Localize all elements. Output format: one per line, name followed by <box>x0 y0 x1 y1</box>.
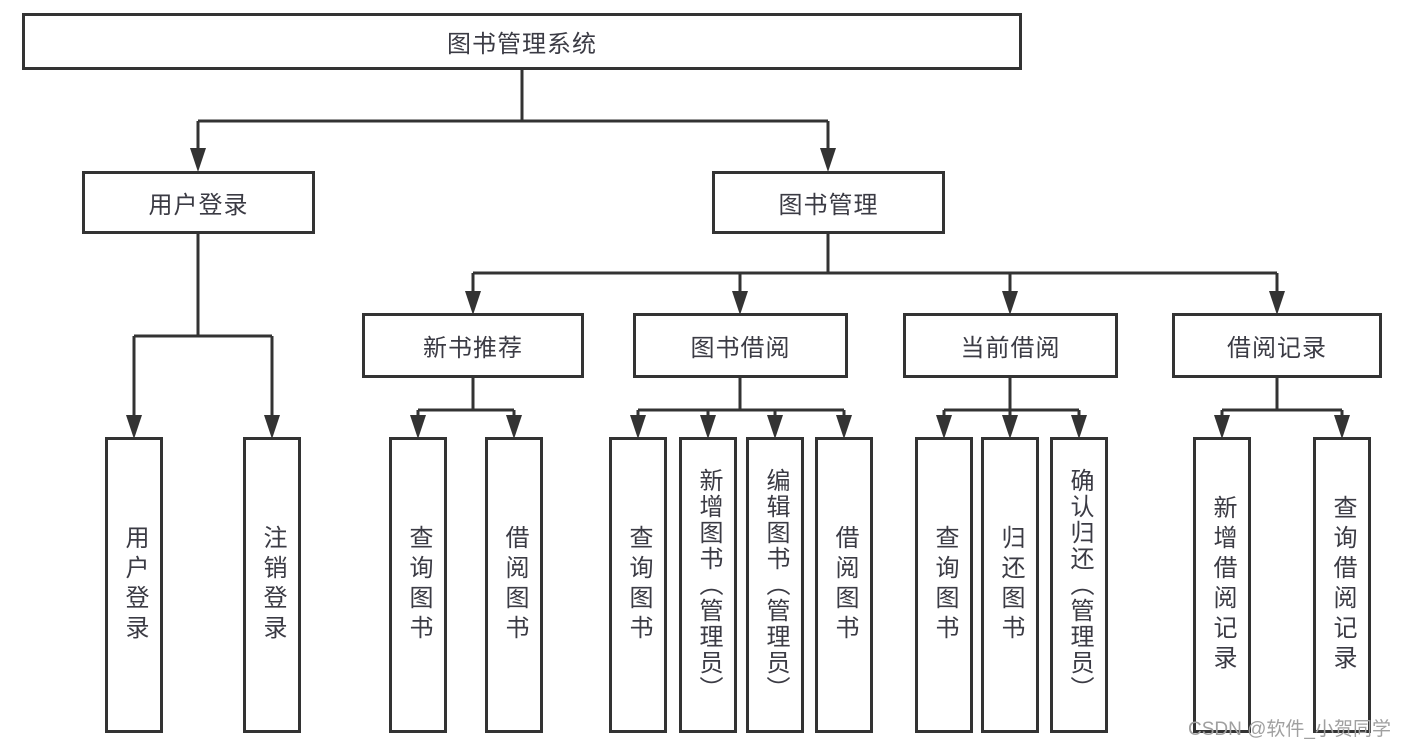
connector-level3-children <box>410 378 1350 439</box>
node-root-library-system: 图书管理系统 <box>22 13 1022 70</box>
node-borrow-records: 借阅记录 <box>1172 313 1382 378</box>
node-current-borrow-label: 当前借阅 <box>960 335 1061 362</box>
leaf-query-borrow-record: 查询借阅记录 <box>1313 437 1371 733</box>
connector-root-to-level2 <box>190 70 836 172</box>
leaf-add-borrow-record: 新增借阅记录 <box>1193 437 1251 733</box>
leaf-query-borrow-record-label: 查询借阅记录 <box>1329 495 1356 675</box>
leaf-borrow-books: 借阅图书 <box>815 437 873 733</box>
leaf-borrow-books-recommend-label: 借阅图书 <box>501 525 528 645</box>
leaf-logout-label: 注销登录 <box>259 525 286 645</box>
leaf-query-books-current: 查询图书 <box>915 437 973 733</box>
leaf-return-books-label: 归还图书 <box>997 525 1024 645</box>
node-new-book-recommend: 新书推荐 <box>362 313 584 378</box>
leaf-query-books-recommend-label: 查询图书 <box>405 525 432 645</box>
leaf-logout: 注销登录 <box>243 437 301 733</box>
node-book-management: 图书管理 <box>712 171 945 234</box>
leaf-confirm-return-admin: 确认归还（管理员） <box>1050 437 1108 733</box>
node-book-borrow: 图书借阅 <box>633 313 848 378</box>
leaf-user-login-label: 用户登录 <box>121 525 148 645</box>
node-root-label: 图书管理系统 <box>447 31 597 58</box>
leaf-query-books-borrow: 查询图书 <box>609 437 667 733</box>
leaf-borrow-books-label: 借阅图书 <box>831 525 858 645</box>
node-user-login: 用户登录 <box>82 171 315 234</box>
leaf-user-login: 用户登录 <box>105 437 163 733</box>
leaf-query-books-current-label: 查询图书 <box>931 525 958 645</box>
leaf-query-books-recommend: 查询图书 <box>389 437 447 733</box>
connector-book-management-children <box>465 234 1285 315</box>
leaf-query-books-borrow-label: 查询图书 <box>625 525 652 645</box>
leaf-add-borrow-record-label: 新增借阅记录 <box>1209 495 1236 675</box>
node-current-borrow: 当前借阅 <box>903 313 1118 378</box>
node-book-borrow-label: 图书借阅 <box>690 335 791 362</box>
leaf-edit-books-admin-label: 编辑图书（管理员） <box>762 468 789 702</box>
leaf-edit-books-admin: 编辑图书（管理员） <box>746 437 804 733</box>
leaf-return-books: 归还图书 <box>981 437 1039 733</box>
node-user-login-label: 用户登录 <box>148 192 249 219</box>
node-new-book-recommend-label: 新书推荐 <box>423 335 523 362</box>
leaf-borrow-books-recommend: 借阅图书 <box>485 437 543 733</box>
node-borrow-records-label: 借阅记录 <box>1227 335 1327 362</box>
node-book-management-label: 图书管理 <box>778 192 879 219</box>
leaf-add-books-admin-label: 新增图书（管理员） <box>695 468 722 702</box>
leaf-add-books-admin: 新增图书（管理员） <box>679 437 737 733</box>
leaf-confirm-return-admin-label: 确认归还（管理员） <box>1066 468 1093 702</box>
csdn-watermark: CSDN @软件_小贺同学 <box>1188 719 1391 740</box>
connector-user-login-children <box>126 234 280 439</box>
